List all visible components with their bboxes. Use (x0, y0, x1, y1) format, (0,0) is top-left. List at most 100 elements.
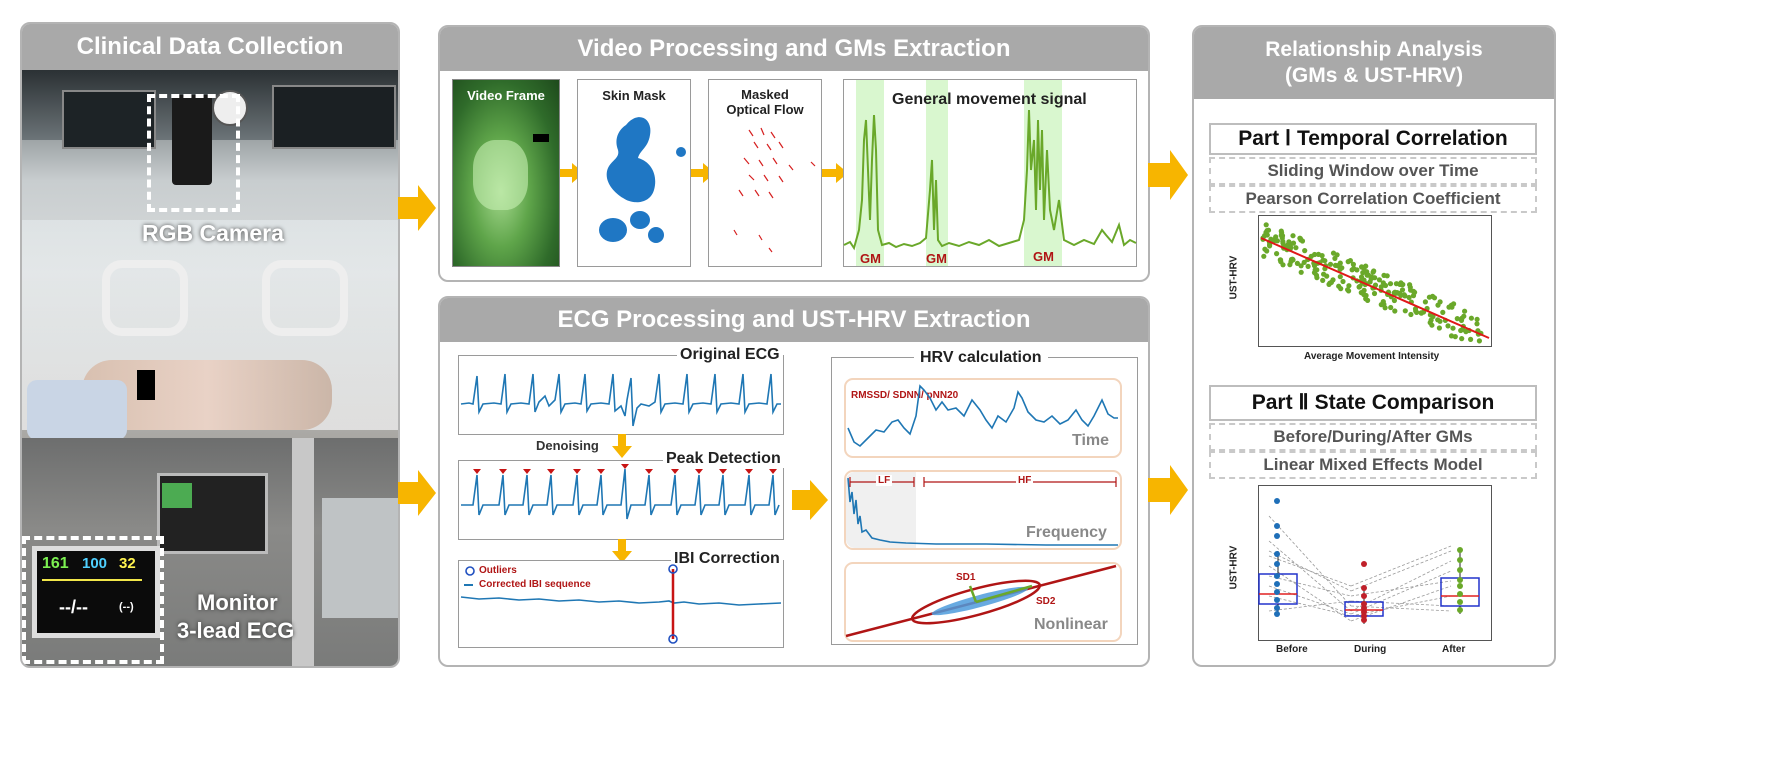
scatter-point (1277, 257, 1283, 263)
scatter-point (1305, 263, 1311, 269)
rgb-camera-label: RGB Camera (142, 220, 284, 246)
scatter-point (1413, 308, 1419, 314)
part2-title: Part Ⅱ State Comparison (1209, 385, 1537, 421)
scatter-point (1418, 310, 1424, 316)
arrow-peak-to-ibi (612, 539, 632, 563)
ibi-legend-outlier-icon (465, 566, 475, 576)
scatter-point (1261, 253, 1267, 259)
scatter-point (1365, 297, 1371, 303)
scatter-point (1371, 290, 1378, 297)
scatter-point (1298, 269, 1304, 275)
scatter-point (1474, 316, 1480, 322)
scatter-point (1392, 308, 1398, 314)
peak-detection-box: Peak Detection (458, 450, 784, 540)
arrow-to-hrv (792, 480, 828, 520)
scatter-point (1302, 248, 1308, 254)
arrow-denoise (612, 434, 632, 458)
scatter-point (1264, 248, 1270, 254)
scatter-point (1337, 266, 1343, 272)
optical-flow-label-2: Optical Flow (726, 102, 804, 117)
scatter-xlabel: Average Movement Intensity (1304, 351, 1440, 362)
scatter-point (1435, 302, 1441, 308)
scatter-point (1359, 264, 1365, 270)
scatter-point (1435, 317, 1441, 323)
scatter-point (1391, 297, 1397, 304)
scatter-point (1350, 261, 1356, 267)
scatter-point (1412, 289, 1418, 295)
monitor-photo: 161 100 32 --/-- (--) Monitor 3-lead ECG (22, 438, 398, 666)
ibi-correction-box: IBI Correction Outliers Corrected IBI se… (458, 550, 784, 648)
box-cat-during: During (1354, 644, 1387, 655)
clinical-data-panel: Clinical Data Collection RGB Camera 161 … (20, 22, 400, 668)
skin-mask-box: Skin Mask (577, 79, 691, 267)
relationship-panel-title: Relationship Analysis (GMs & UST-HRV) (1194, 27, 1554, 99)
scatter-point (1462, 308, 1468, 314)
scatter-point (1335, 263, 1341, 269)
scatter-point (1332, 255, 1338, 261)
gm-label-3: GM (1033, 249, 1054, 264)
relationship-panel: Relationship Analysis (GMs & UST-HRV) Pa… (1192, 25, 1556, 667)
scatter-point (1314, 267, 1320, 273)
scatter-point (1398, 292, 1404, 298)
lf-label: LF (876, 475, 893, 486)
ecg-label: 3-lead ECG (177, 618, 295, 643)
rgb-camera-photo: RGB Camera (22, 70, 398, 440)
optical-flow-label-1: Masked (741, 87, 789, 102)
scatter-point (1382, 305, 1388, 311)
scatter-point (1330, 277, 1336, 283)
scatter-point (1445, 323, 1451, 329)
scatter-point (1436, 325, 1442, 331)
sd1-label: SD1 (956, 572, 976, 583)
scatter-point (1340, 278, 1346, 285)
scatter-point (1327, 261, 1334, 267)
gm-highlight-2 (926, 80, 948, 266)
monitor-spo2: 100 (82, 555, 108, 572)
boxplot-graphic (1258, 498, 1480, 624)
scatter-point (1448, 302, 1454, 308)
scatter-point (1388, 304, 1394, 311)
scatter-point (1360, 270, 1366, 276)
arrow-flow-to-signal (822, 163, 848, 183)
scatter-point (1378, 302, 1384, 308)
time-domain-trace (847, 384, 1118, 448)
scatter-point (1356, 284, 1362, 290)
monitor-label: Monitor (197, 590, 278, 615)
gm-signal-title: General movement signal (892, 91, 1087, 108)
scatter-point (1320, 277, 1326, 283)
part2-item-1: Before/During/After GMs (1209, 423, 1537, 451)
scatter-point (1370, 269, 1376, 275)
scatter-point (1345, 259, 1351, 265)
ibi-correction-label: IBI Correction (671, 550, 783, 568)
scatter-point (1363, 292, 1369, 299)
scatter-point (1408, 287, 1414, 293)
scatter-point (1294, 260, 1300, 266)
skin-mask-shape (599, 117, 686, 243)
scatter-point (1314, 275, 1320, 281)
optical-flow-box: Masked Optical Flow (708, 79, 822, 267)
frequency-domain-box: LF HF Frequency (844, 470, 1122, 550)
scatter-point (1363, 263, 1369, 269)
gm-signal-line (843, 109, 1137, 251)
scatter-point (1408, 311, 1414, 318)
nonlinear-label: Nonlinear (1034, 616, 1108, 633)
scatter-point (1402, 308, 1408, 314)
scatter-point (1376, 277, 1382, 283)
scatter-point (1454, 316, 1460, 322)
arrow-to-video (398, 185, 436, 231)
scatter-point (1450, 325, 1456, 331)
scatter-point (1297, 236, 1303, 242)
peak-detection-label: Peak Detection (663, 450, 784, 468)
box-cat-before: Before (1276, 644, 1308, 655)
scatter-point (1427, 320, 1433, 326)
part1-item-1: Sliding Window over Time (1209, 157, 1537, 185)
scatter-point (1326, 281, 1332, 287)
video-processing-panel: Video Processing and GMs Extraction Vide… (438, 25, 1150, 282)
scatter-point (1312, 251, 1318, 258)
ibi-legend-line-icon (464, 584, 473, 586)
arrow-video-to-relation (1148, 150, 1188, 200)
hrv-calc-box: HRV calculation RMSSD/ SDNN/ pNN20 Time … (831, 349, 1138, 645)
boxplot (1258, 485, 1492, 641)
scatter-point (1289, 256, 1296, 262)
scatter-point (1440, 309, 1446, 315)
scatter-point (1402, 293, 1408, 299)
